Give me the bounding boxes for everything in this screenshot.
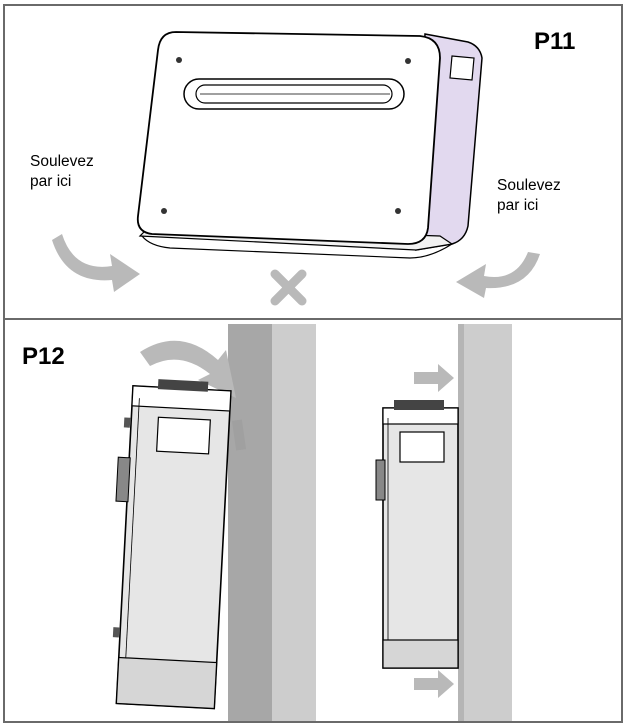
- panel-label-p12: P12: [22, 343, 65, 370]
- lift-label-left: Soulevez par ici: [30, 153, 94, 190]
- indoor-unit-tilted: [112, 379, 232, 710]
- panel-p12: [3, 318, 623, 723]
- curved-arrow-icon: [140, 340, 236, 398]
- wall-left: [228, 324, 272, 721]
- lift-label-right: Soulevez par ici: [497, 177, 561, 214]
- curved-arrow-icon: [52, 234, 140, 292]
- wall-right: [458, 324, 512, 721]
- push-arrow-icon: [414, 670, 454, 698]
- indoor-unit-top-view: [136, 31, 483, 259]
- cross-icon: [270, 269, 307, 306]
- push-arrow-icon: [414, 364, 454, 392]
- indoor-unit-mounted: [375, 400, 459, 669]
- panel-label-p11: P11: [534, 28, 576, 55]
- curved-arrow-icon: [456, 252, 540, 298]
